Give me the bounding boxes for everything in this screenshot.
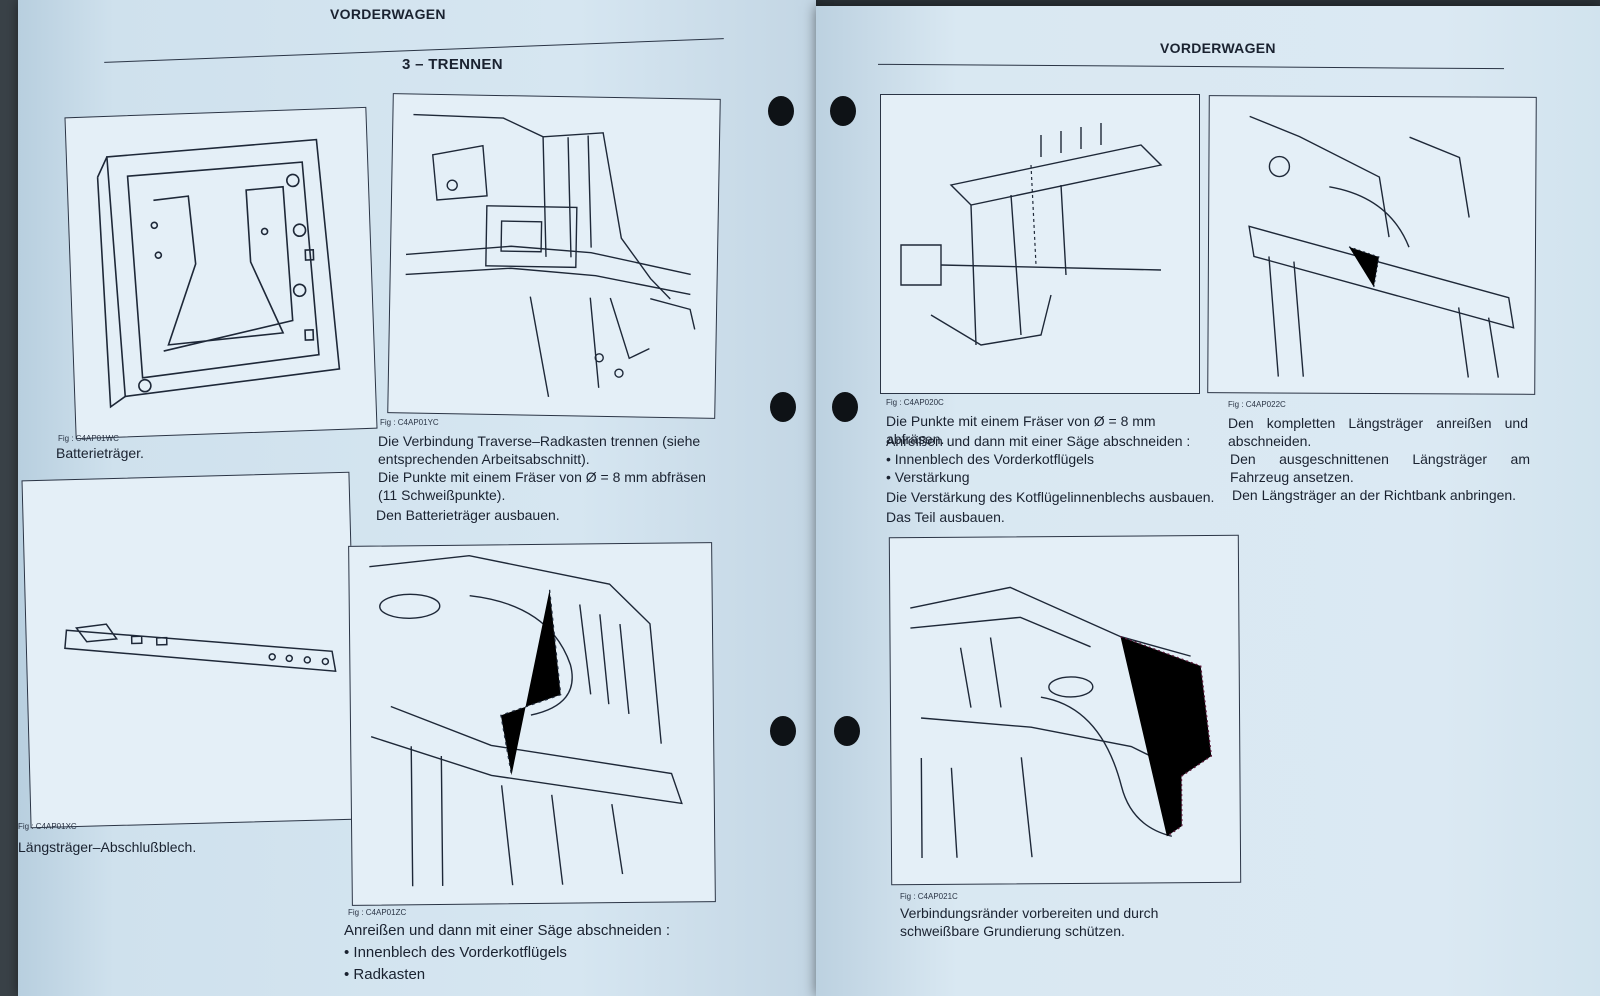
instruction-text: Die Verstärkung des Kotflügelinnenblechs…: [886, 489, 1215, 505]
instruction-text: Anreißen und dann mit einer Säge abschne…: [886, 433, 1191, 449]
instruction-text: Die Punkte mit einem Fräser von Ø = 8 mm…: [378, 469, 706, 503]
left-page: VORDERWAGEN 3 – TRENNEN Fig : C4AP01WC B…: [18, 0, 816, 996]
joint-edges-drawing: [910, 586, 1213, 859]
figure-ref: Fig : C4AP01ZC: [348, 908, 407, 917]
binder-hole: [768, 96, 794, 126]
figure-side-member: [1207, 95, 1537, 395]
figure-ref: Fig : C4AP020C: [886, 398, 944, 407]
instruction-text: Die Verbindung Traverse–Radkasten trenne…: [378, 433, 701, 467]
figure-ref: Fig : C4AP022C: [1228, 400, 1286, 409]
instruction-text: Den ausgeschnittenen Längsträger am Fahr…: [1230, 451, 1530, 485]
instruction-text: Das Teil ausbauen.: [886, 509, 1005, 525]
page-header: VORDERWAGEN: [1160, 40, 1276, 56]
binder-hole: [830, 96, 856, 126]
figure-caption: Längsträger–Abschlußblech.: [18, 839, 197, 855]
crossmember-drawing: [405, 113, 696, 398]
figure-joint-edges: [888, 534, 1242, 886]
bullet-item: • Innenblech des Vorderkotflügels: [344, 944, 567, 961]
figure-ref: Fig : C4AP01XC: [18, 822, 77, 831]
bullet-item: • Innenblech des Vorderkotflügels: [886, 451, 1095, 467]
figure-cut-lines: [348, 542, 716, 906]
end-plate-drawing: [64, 623, 337, 673]
bullet-item: • Verstärkung: [886, 469, 970, 485]
binder-hole: [770, 392, 796, 422]
section-title: 3 – TRENNEN: [402, 56, 503, 73]
binder-hole: [832, 392, 858, 422]
instruction-text: Den kompletten Längsträger anreißen und …: [1228, 415, 1528, 449]
right-page: VORDERWAGEN Fig : C4AP020C Die Punkte mi…: [816, 6, 1600, 996]
header-rule: [878, 63, 1504, 70]
figure-ref: Fig : C4AP021C: [900, 892, 958, 901]
figure-caption: Batterieträger.: [56, 445, 144, 461]
binder-hole: [834, 716, 860, 746]
side-member-drawing: [1248, 115, 1515, 378]
bullet-item: • Radkasten: [344, 966, 426, 983]
figure-wheelhouse-crossmember: [387, 93, 721, 419]
instruction-text: Die Punkte mit einem Fräser von Ø = 8 mm…: [886, 413, 1156, 447]
figure-ref: Fig : C4AP01YC: [380, 418, 439, 427]
battery-tray-drawing: [96, 138, 341, 409]
binder-hole: [770, 716, 796, 746]
figure-milling-points: [880, 94, 1200, 394]
instruction-text: Den Längsträger an der Richtbank anbring…: [1232, 487, 1517, 503]
figure-ref: Fig : C4AP01WC: [58, 434, 119, 443]
cut-lines-drawing: [369, 554, 683, 887]
instruction-text: Anreißen und dann mit einer Säge abschne…: [344, 922, 671, 939]
page-header: VORDERWAGEN: [330, 6, 446, 22]
milling-points-drawing: [900, 123, 1163, 346]
figure-end-plate: [21, 471, 359, 829]
figure-caption: Verbindungsränder vorbereiten und durch …: [900, 905, 1159, 939]
instruction-text: Den Batterieträger ausbauen.: [376, 507, 560, 523]
figure-battery-tray: [64, 106, 378, 440]
